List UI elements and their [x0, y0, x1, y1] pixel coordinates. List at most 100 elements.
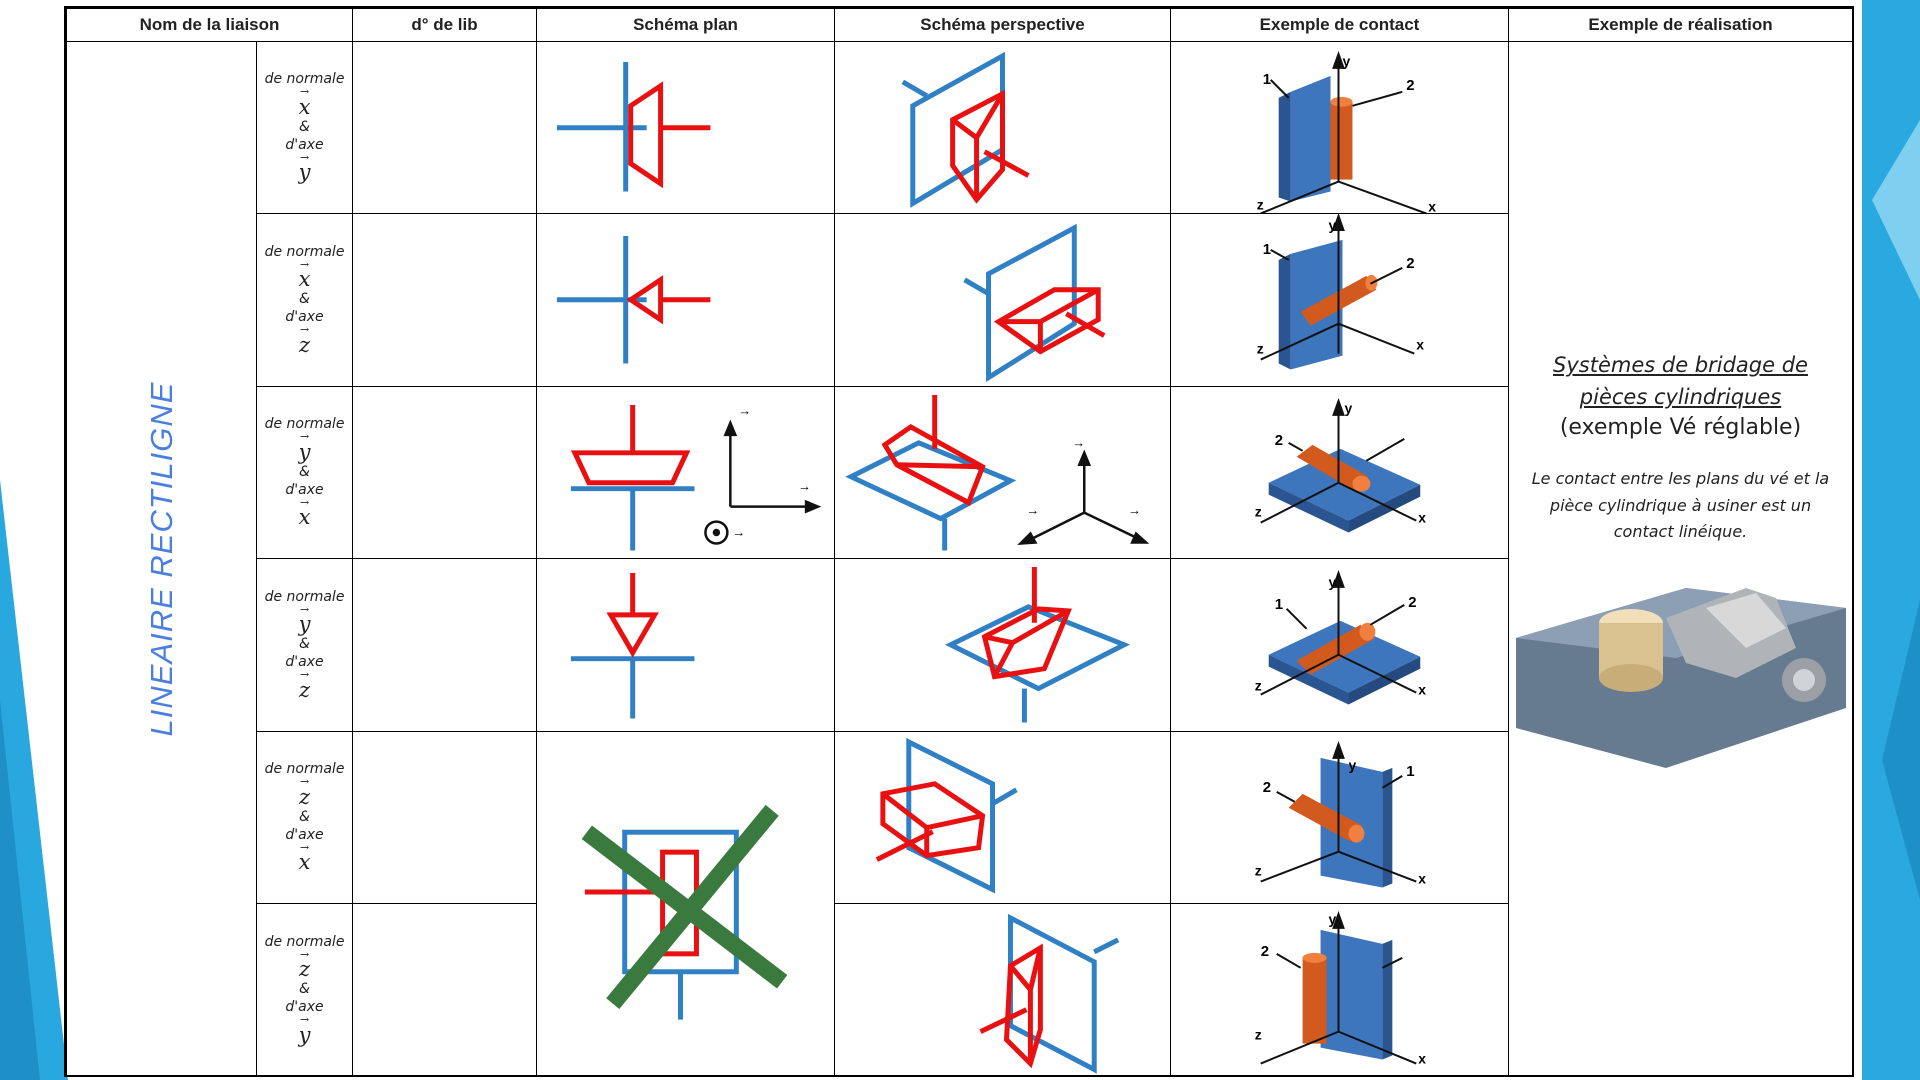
contact-label-1: 1: [1275, 596, 1283, 613]
axe-label: d'axe: [285, 999, 324, 1016]
contact-label-2: 2: [1406, 77, 1414, 94]
ampersand: &: [299, 981, 310, 998]
perspective-schema-cell: [834, 40, 1171, 215]
perspective-schema-diagram: [901, 51, 1030, 208]
arrow-glyph: →: [738, 403, 751, 418]
axis-x-label: x: [1428, 198, 1436, 213]
axis-y-label: y: [1348, 757, 1356, 773]
table-row: de normale x & d'axe z 1 2: [67, 213, 1853, 387]
perspective-schema-cell: → → →: [834, 385, 1171, 560]
axis-z-label: z: [1255, 863, 1262, 879]
normale-vector: x: [258, 262, 352, 292]
contact-example-diagram: 1 2 y x z: [1257, 214, 1424, 371]
plan-schema-cell: [536, 558, 835, 732]
table-row: de normale z & d'axe y 2 y x z: [67, 903, 1853, 1077]
plan-schema-cell: [536, 730, 835, 1077]
arrow-glyph: →: [1128, 503, 1141, 518]
table-row: LINEAIRE RECTILIGNE de normale x & d'axe…: [66, 40, 1853, 1077]
axis-y-label: y: [1344, 400, 1352, 416]
contact-label-2: 2: [1263, 779, 1271, 796]
liaison-table: Nom de la liaison d° de lib Schéma plan …: [66, 8, 1853, 1077]
header-nom: Nom de la liaison: [66, 8, 353, 42]
ampersand: &: [299, 118, 310, 135]
contact-label-1: 1: [1406, 763, 1414, 780]
axis-x-label: x: [1418, 1051, 1426, 1067]
perspective-schema-cell: [834, 903, 1171, 1077]
perspective-schema-cell: [834, 558, 1171, 732]
axis-z-label: z: [1255, 504, 1262, 520]
ddl-cell: [352, 903, 537, 1077]
contact-label-2: 2: [1261, 943, 1269, 960]
ve-reglable-image: [1515, 587, 1846, 768]
ampersand: &: [299, 636, 310, 653]
normale-vector: x: [258, 89, 352, 119]
axe-label: d'axe: [285, 654, 324, 671]
axe-vector: z: [258, 327, 352, 357]
ampersand: &: [299, 291, 310, 308]
normale-label: de normale: [264, 933, 345, 950]
axe-vector: x: [258, 500, 352, 530]
plan-schema-cell: [536, 40, 835, 215]
liaison-table-sheet: Nom de la liaison d° de lib Schéma plan …: [64, 6, 1854, 1077]
normale-label: de normale: [264, 588, 345, 605]
ddl-cell: [352, 40, 537, 215]
orientation-cell: de normale z & d'axe x: [256, 730, 353, 905]
contact-example-cell: 2 y x z: [1170, 903, 1509, 1077]
realisation-cell: Systèmes de bridage de pièces cylindriqu…: [1508, 41, 1853, 1077]
contact-example-cell: 1 2 y x z: [1170, 558, 1509, 732]
ddl-cell: [352, 558, 537, 732]
plan-schema-diagram: [556, 236, 711, 365]
normale-vector: z: [258, 952, 352, 982]
perspective-schema-cell: [834, 730, 1171, 905]
axe-vector: y: [258, 1017, 352, 1047]
header-row: Nom de la liaison d° de lib Schéma plan …: [66, 8, 1853, 42]
ddl-cell: [352, 385, 537, 560]
contact-label-2: 2: [1275, 432, 1283, 449]
normale-label: de normale: [264, 761, 345, 778]
ampersand: &: [299, 808, 310, 825]
plan-schema-diagram: [570, 573, 695, 719]
arrow-glyph: →: [798, 479, 811, 494]
contact-label-1: 1: [1263, 241, 1271, 258]
contact-example-cell: 1 2 y x z: [1170, 40, 1509, 215]
header-perspective: Schéma perspective: [834, 8, 1171, 42]
ddl-cell: [352, 213, 537, 387]
contact-example-cell: 1 2 y x z: [1170, 213, 1509, 387]
ddl-cell: [352, 730, 537, 905]
plan-schema-diagram: → → →: [570, 403, 822, 551]
contact-example-cell: 2 y x z: [1170, 385, 1509, 560]
axe-label: d'axe: [285, 826, 324, 843]
orientation-cell: de normale y & d'axe x: [256, 385, 353, 560]
orientation-cell: de normale x & d'axe z: [256, 213, 353, 387]
normale-vector: z: [258, 779, 352, 809]
perspective-schema-diagram: → → →: [845, 394, 1150, 551]
normale-label: de normale: [264, 416, 345, 433]
arrow-glyph: →: [1026, 503, 1039, 518]
axe-vector: z: [258, 672, 352, 702]
arrow-glyph: →: [732, 524, 745, 539]
normale-label: de normale: [264, 71, 345, 88]
axis-y-label: y: [1329, 911, 1337, 927]
contact-label-1: 1: [1263, 71, 1271, 88]
header-ddl: d° de lib: [352, 8, 537, 42]
left-decoration: [0, 480, 68, 1080]
perspective-schema-cell: [834, 213, 1171, 387]
realisation-subtitle: (exemple Vé réglable): [1559, 415, 1802, 441]
plan-schema-diagram-crossed: [581, 804, 788, 1020]
axis-y-label: y: [1342, 53, 1350, 69]
perspective-schema-diagram: [875, 737, 1018, 894]
right-decoration: [1862, 0, 1920, 1080]
contact-example-cell: 2 1 y x z: [1170, 730, 1509, 905]
table-row: de normale y & d'axe x → → → → →: [67, 385, 1853, 560]
liaison-name-cell: LINEAIRE RECTILIGNE: [66, 41, 257, 1077]
perspective-schema-diagram: [979, 914, 1120, 1075]
arrow-glyph: →: [1072, 435, 1085, 450]
axis-z-label: z: [1255, 678, 1262, 694]
normale-vector: y: [258, 434, 352, 464]
axis-x-label: x: [1416, 337, 1424, 353]
axis-z-label: z: [1257, 341, 1264, 357]
orientation-cell: de normale z & d'axe y: [256, 903, 353, 1077]
axis-z-label: z: [1257, 196, 1264, 212]
axis-x-label: x: [1418, 682, 1426, 698]
perspective-schema-diagram: [945, 567, 1131, 723]
